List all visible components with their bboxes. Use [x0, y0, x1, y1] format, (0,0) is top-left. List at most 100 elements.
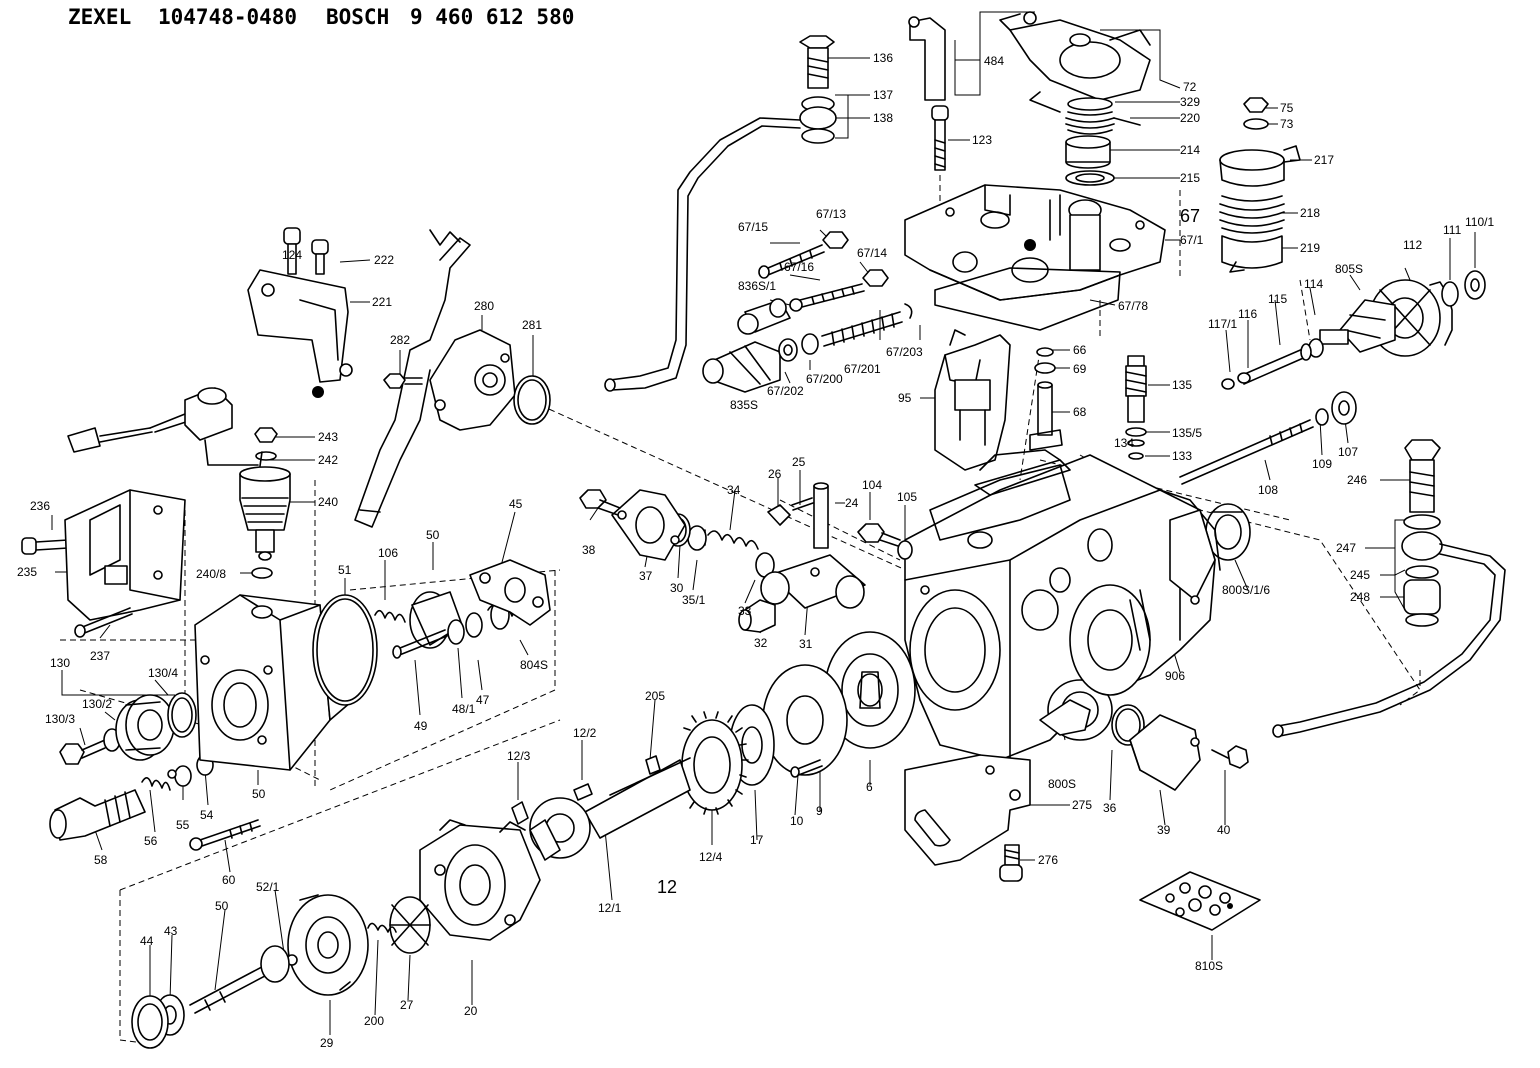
label-20: 20 [464, 1004, 478, 1018]
label-12: 12 [657, 877, 677, 897]
bolt-276 [999, 844, 1023, 882]
flyweights-805s [1319, 299, 1396, 353]
label-282: 282 [390, 333, 410, 347]
label-32: 32 [754, 636, 768, 650]
washer-247 [1401, 514, 1443, 561]
label-114: 114 [1304, 277, 1323, 291]
label-56: 56 [144, 834, 158, 848]
label-52-1: 52/1 [256, 880, 280, 894]
label-242: 242 [318, 453, 338, 467]
label-115: 115 [1268, 292, 1287, 306]
gasket-800s [1039, 699, 1091, 736]
solenoid-240 [204, 439, 291, 561]
label-58: 58 [94, 853, 108, 867]
solenoid-835s [702, 341, 781, 393]
bolt-40 [1211, 745, 1249, 769]
label-49: 49 [414, 719, 428, 733]
label-43: 43 [164, 924, 178, 938]
label-276: 276 [1038, 853, 1058, 867]
label-50-head: 50 [252, 787, 266, 801]
label-67: 67 [1180, 206, 1200, 226]
label-24: 24 [845, 496, 859, 510]
cover-130 [115, 694, 175, 761]
banjo-fitting-137-138 [604, 96, 837, 392]
bolt-38 [579, 489, 621, 516]
label-135-5: 135/5 [1172, 426, 1202, 440]
ring-44 [131, 995, 169, 1049]
ring-48-1 [447, 619, 465, 645]
screw-67-15 [758, 244, 825, 279]
label-109: 109 [1312, 457, 1332, 471]
bolt-60 [189, 819, 261, 851]
label-12-1: 12/1 [598, 901, 622, 915]
spring-218 [1219, 195, 1285, 234]
label-60: 60 [222, 873, 236, 887]
pin-25 [791, 497, 814, 511]
label-39: 39 [1157, 823, 1171, 837]
pump-body-20 [419, 819, 541, 941]
label-116: 116 [1238, 307, 1257, 321]
label-55: 55 [176, 818, 190, 832]
bracket-275 [904, 754, 1031, 866]
nut-243 [254, 427, 278, 443]
label-248: 248 [1350, 590, 1370, 604]
spring-106 [374, 609, 406, 623]
label-235: 235 [17, 565, 37, 579]
label-217: 217 [1314, 153, 1334, 167]
pin-32 [738, 599, 776, 633]
label-246: 246 [1347, 473, 1367, 487]
label-134: 134 [1114, 436, 1134, 450]
flange-37 [611, 489, 686, 561]
sleeve-214 [1065, 135, 1111, 169]
plate-45 [469, 559, 551, 626]
label-111: 111 [1443, 223, 1462, 237]
label-47: 47 [476, 693, 490, 707]
label-67-201: 67/201 [844, 362, 881, 376]
shaft-108 [1179, 419, 1314, 485]
leader-lines [51, 11, 1476, 1035]
governor-cover-67 [904, 184, 1166, 301]
label-25: 25 [792, 455, 806, 469]
pin-116 [1237, 372, 1251, 384]
screw-67-16 [789, 283, 865, 312]
banjo-pipe-245 [1272, 543, 1506, 738]
label-26: 26 [768, 467, 782, 481]
label-105: 105 [897, 490, 917, 504]
shaft-50 [189, 945, 290, 1014]
parts [21, 11, 1506, 1049]
pin-24 [813, 482, 829, 549]
vane-rotor-27 [389, 896, 431, 954]
plunger-68 [1029, 381, 1063, 451]
label-67-13: 67/13 [816, 207, 846, 221]
sleeve-31 [760, 554, 866, 609]
washer-9 [762, 664, 848, 776]
actuator-95 [934, 329, 1011, 471]
label-906: 906 [1165, 669, 1185, 683]
drive-shaft-12-1 [529, 757, 691, 861]
label-67-202: 67/202 [767, 384, 804, 398]
label-484: 484 [984, 54, 1004, 68]
screw-10 [790, 759, 823, 778]
label-200: 200 [364, 1014, 384, 1028]
washer-105 [897, 540, 913, 560]
nut-67-13 [822, 231, 849, 249]
washer-248 [1403, 579, 1441, 627]
label-240-8: 240/8 [196, 567, 226, 581]
cup-219 [1221, 235, 1283, 273]
label-805s: 805S [1335, 262, 1363, 276]
bolt-246 [1404, 439, 1441, 513]
label-72: 72 [1183, 80, 1197, 94]
label-30: 30 [670, 581, 684, 595]
bracket-217 [1219, 145, 1301, 187]
label-50-distributor: 50 [426, 528, 440, 542]
clip-67-203 [904, 303, 913, 319]
clip-66 [1036, 347, 1054, 357]
label-205: 205 [645, 689, 665, 703]
label-67-78: 67/78 [1118, 299, 1148, 313]
label-31: 31 [799, 637, 813, 651]
label-67-16: 67/16 [784, 260, 814, 274]
solenoid-836s-1 [737, 298, 791, 335]
brand-zexel: ZEXEL [68, 5, 131, 29]
o-ring-240-8 [251, 567, 273, 579]
